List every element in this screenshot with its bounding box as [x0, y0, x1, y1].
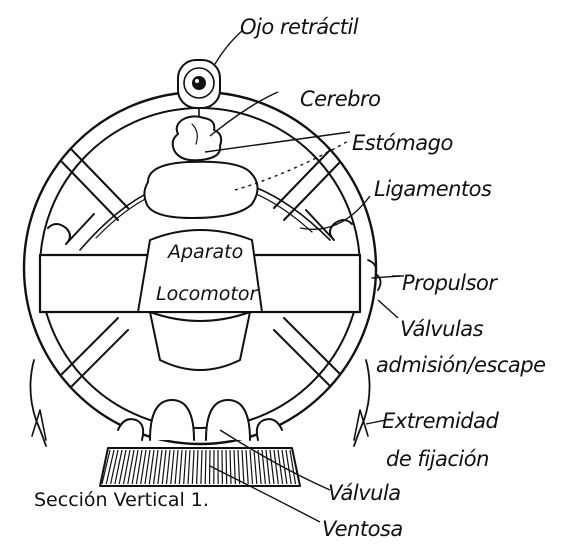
fixation-extremities [30, 360, 369, 446]
label-estomago: Estómago [352, 131, 453, 155]
caption: Sección Vertical 1. [34, 489, 209, 511]
suction-hatch-line [226, 450, 227, 484]
label-ligamentos: Ligamentos [374, 177, 492, 201]
retractile-eye [178, 60, 220, 120]
label-cerebro: Cerebro [300, 87, 380, 111]
stomach [144, 162, 257, 218]
label-locomotor: Locomotor [156, 283, 258, 305]
label-admision-escape: admisión/escape [376, 353, 546, 377]
suction-cup [100, 448, 300, 486]
label-propulsor: Propulsor [402, 271, 498, 295]
label-valvulas: Válvulas [400, 317, 484, 341]
suction-hatch-line [210, 450, 211, 484]
label-ventosa: Ventosa [322, 517, 403, 541]
propulsor [368, 260, 400, 290]
label-extremidad: Extremidad [382, 409, 499, 433]
label-valvula: Válvula [328, 481, 401, 505]
label-ojo-retractil: Ojo retráctil [240, 15, 359, 39]
brain [173, 116, 221, 160]
bottom-valve [118, 400, 282, 440]
label-de-fijacion: de fijación [386, 447, 489, 471]
suction-hatch-line [205, 450, 206, 484]
label-aparato: Aparato [166, 241, 243, 263]
